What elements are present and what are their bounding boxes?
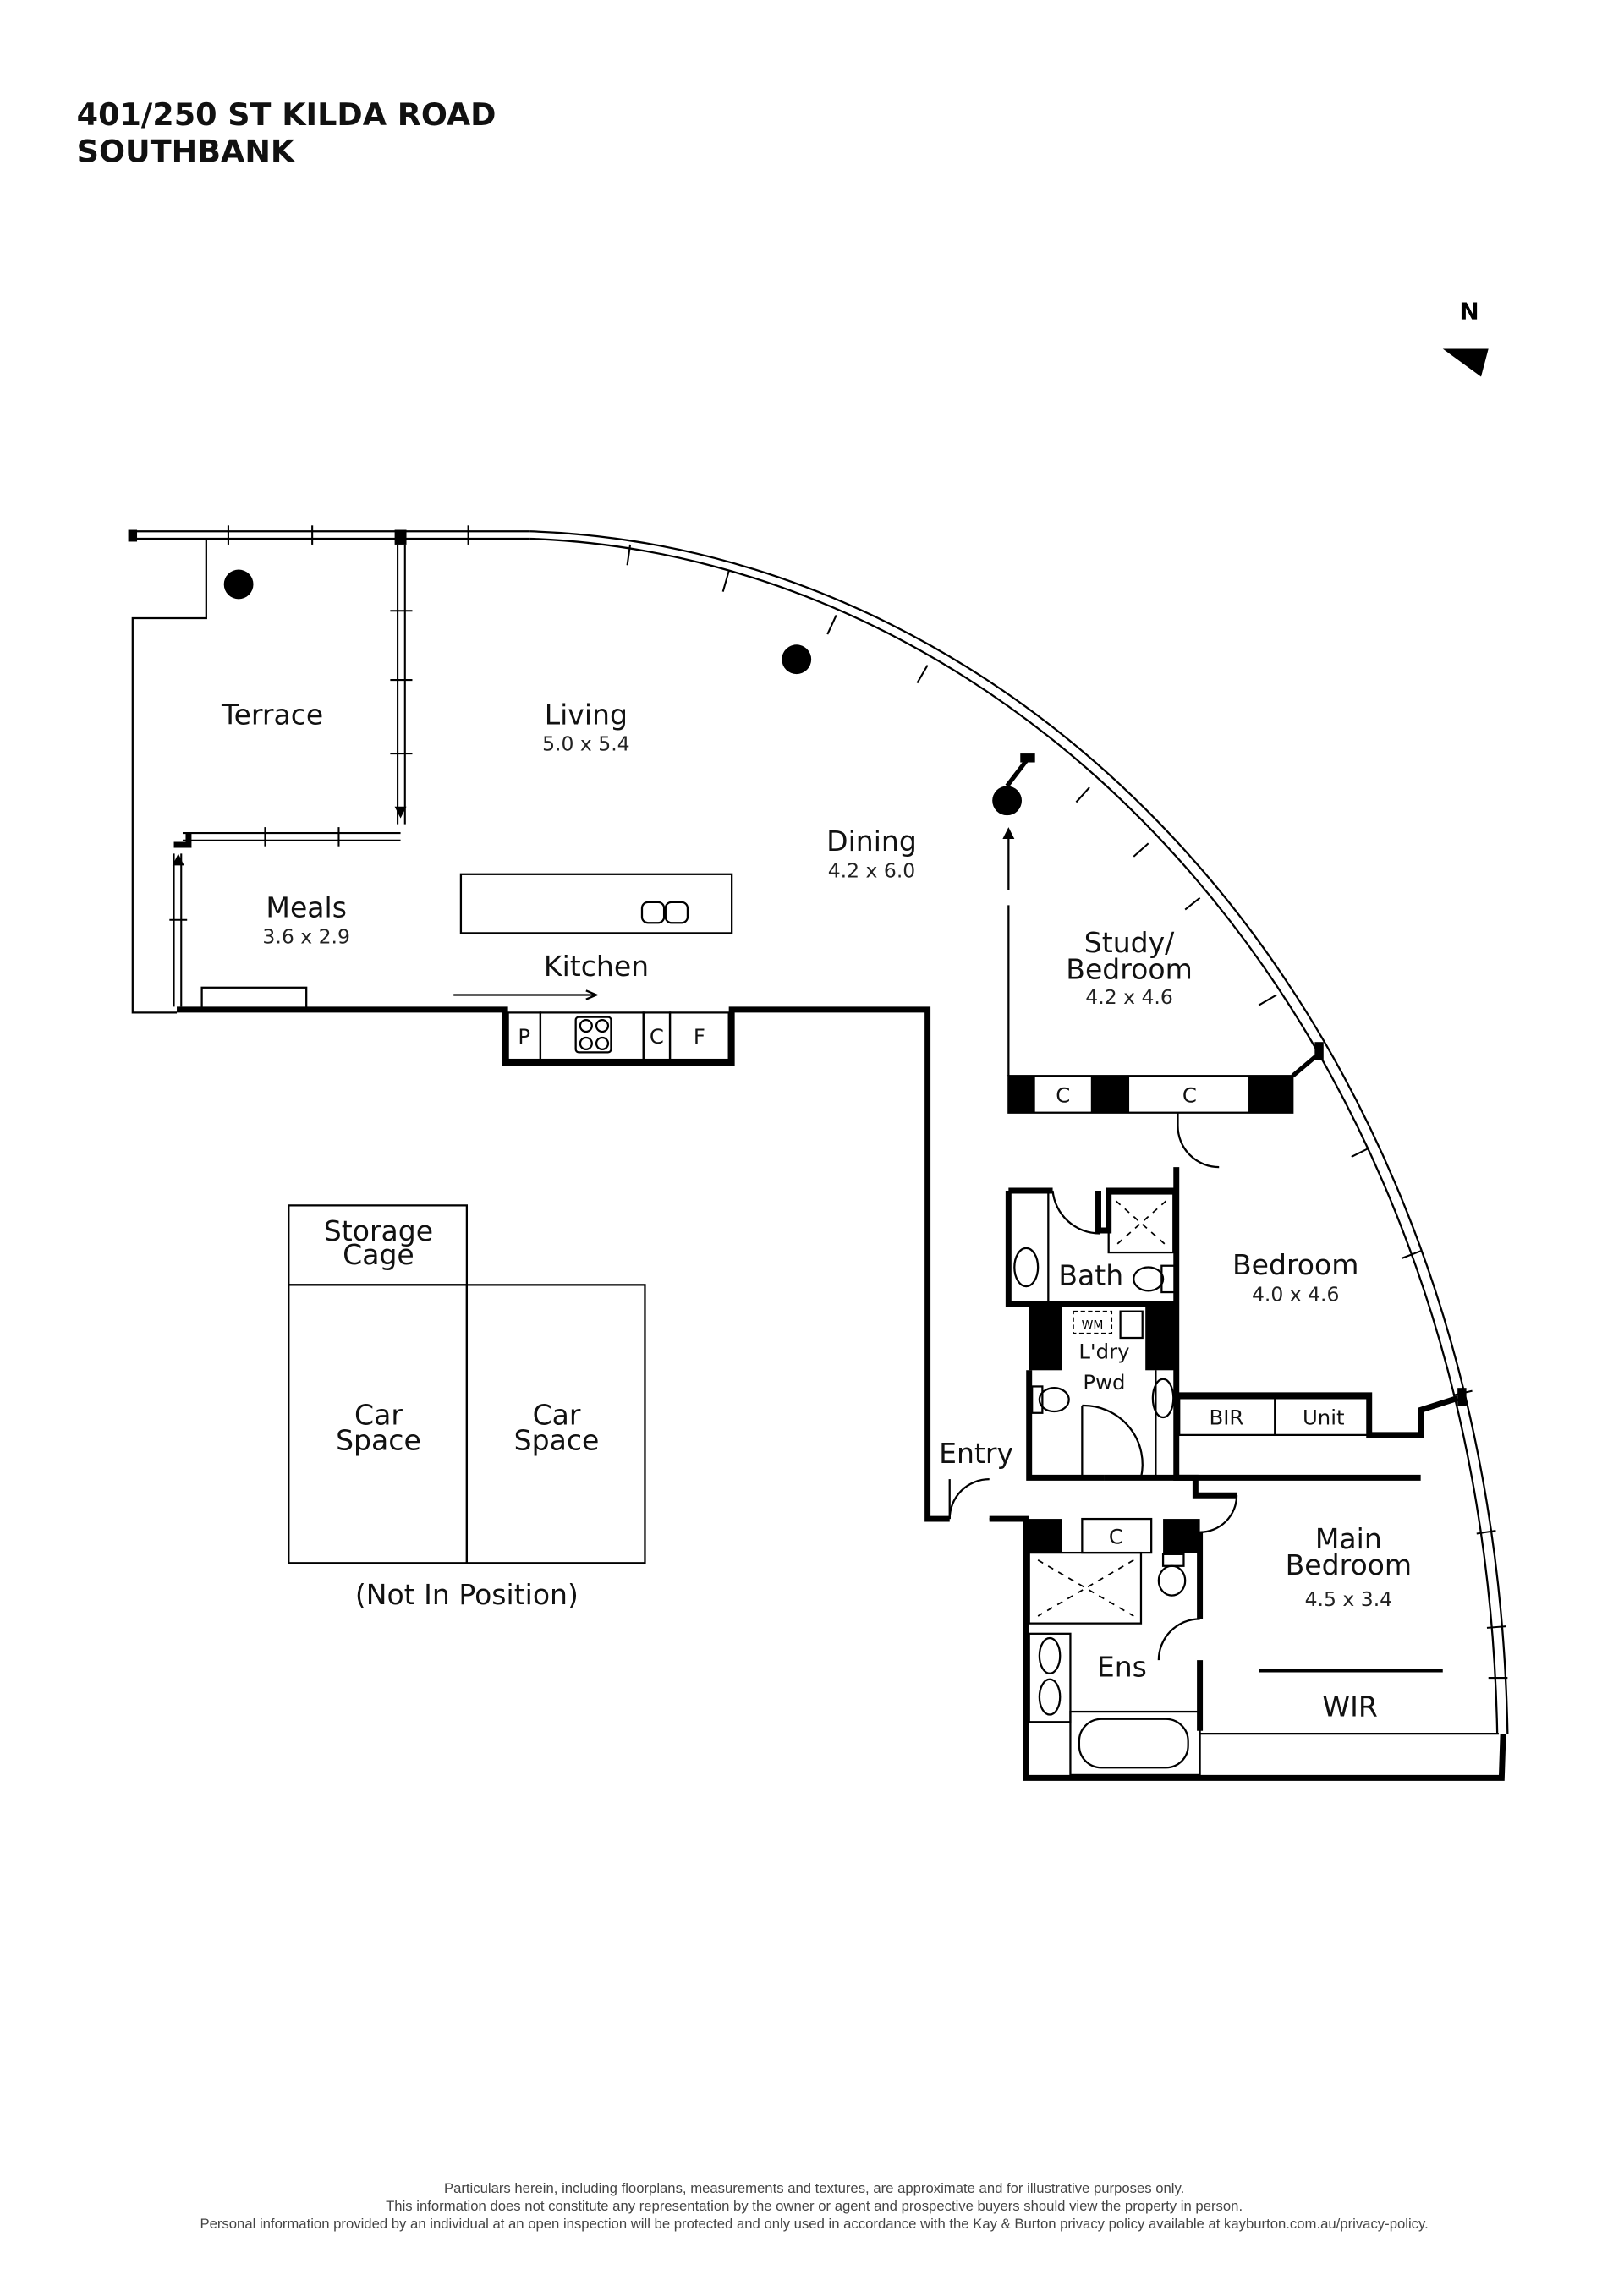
kitchen-island: [459, 873, 733, 934]
room-wir: WIR: [1322, 1690, 1377, 1723]
room-bedroom-dims: 4.0 x 4.6: [1252, 1283, 1340, 1307]
room-main-bedroom-dims: 4.5 x 3.4: [1305, 1587, 1393, 1611]
door-arrow-icon: [394, 806, 407, 819]
column: [992, 786, 1023, 816]
kitchen-appliances: [507, 1011, 730, 1061]
room-living-dims: 5.0 x 5.4: [542, 732, 630, 756]
room-bath: Bath: [1058, 1258, 1123, 1291]
room-main-bedroom-line1: Main: [1315, 1522, 1382, 1555]
closet-label: C: [1109, 1525, 1123, 1549]
column: [782, 644, 812, 675]
north-label: N: [1459, 298, 1479, 326]
wall: [173, 833, 192, 848]
arrow-icon: [1002, 827, 1015, 840]
room-laundry: L'dry: [1078, 1339, 1129, 1363]
closet-label: C: [1056, 1083, 1070, 1108]
car-space-1-line1: Car: [354, 1399, 403, 1432]
parking-note: (Not In Position): [355, 1578, 579, 1611]
terrace-glazing: [169, 544, 413, 1007]
washing-machine-label: WM: [1082, 1319, 1104, 1333]
sink-icon: [640, 901, 666, 924]
room-dining-dims: 4.2 x 6.0: [828, 858, 916, 882]
room-living: Living: [545, 698, 628, 731]
room-ensuite: Ens: [1097, 1650, 1147, 1683]
car-space-2-line1: Car: [533, 1399, 581, 1432]
room-study-line2: Bedroom: [1066, 952, 1192, 985]
room-meals-dims: 3.6 x 2.9: [262, 925, 350, 949]
room-study-dims: 4.2 x 4.6: [1085, 985, 1173, 1009]
cupboard-label: C: [650, 1024, 664, 1049]
room-unit: Unit: [1303, 1406, 1345, 1430]
north-compass-icon: N: [1442, 298, 1489, 377]
room-powder: Pwd: [1083, 1370, 1125, 1395]
address-line-2: SOUTHBANK: [77, 133, 296, 169]
car-space-2-line2: Space: [514, 1423, 600, 1456]
study-wall: [1007, 1050, 1322, 1114]
room-bir: BIR: [1210, 1406, 1244, 1430]
disclaimer-line-3: Personal information provided by an indi…: [200, 2216, 1428, 2232]
room-dining: Dining: [826, 825, 917, 858]
disclaimer-line-1: Particulars herein, including floorplans…: [444, 2180, 1184, 2196]
room-study-line1: Study/: [1084, 926, 1175, 959]
room-entry: Entry: [939, 1437, 1013, 1470]
sink-icon: [664, 901, 689, 924]
room-main-bedroom-line2: Bedroom: [1286, 1548, 1412, 1581]
column: [223, 569, 254, 600]
disclaimer-line-2: This information does not constitute any…: [386, 2198, 1243, 2214]
exterior-wall: [989, 1515, 1506, 1781]
exterior-wall: [177, 1006, 950, 1522]
address-line-1: 401/250 ST KILDA ROAD: [77, 96, 497, 133]
closet-label: C: [1182, 1083, 1197, 1108]
fridge-label: F: [694, 1024, 705, 1049]
parking-plan: [288, 1204, 646, 1564]
bench: [200, 986, 308, 1011]
pantry-label: P: [518, 1024, 530, 1049]
room-kitchen: Kitchen: [544, 950, 649, 983]
room-terrace: Terrace: [221, 698, 323, 731]
room-bedroom: Bedroom: [1232, 1248, 1358, 1281]
room-meals: Meals: [266, 890, 347, 923]
terrace-boundary: [131, 538, 207, 1014]
door-arrow-icon: [172, 853, 184, 866]
curved-window-wall: [128, 525, 1509, 1734]
bedroom-wing-walls: [1005, 1112, 1499, 1777]
car-space-1-line2: Space: [336, 1423, 421, 1456]
storage-cage-line1: Storage: [324, 1214, 433, 1247]
storage-cage-line2: Cage: [343, 1238, 414, 1271]
